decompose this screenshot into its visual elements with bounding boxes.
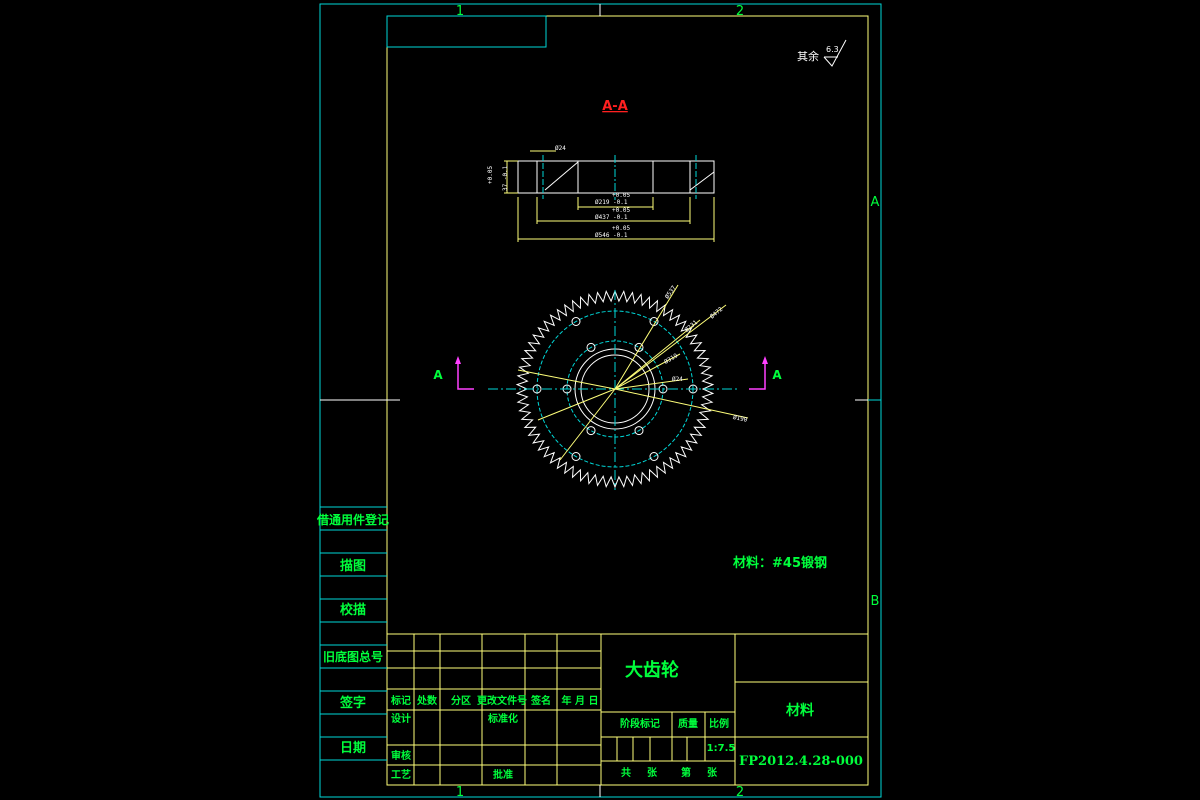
zone-top-2: 2 <box>736 4 744 19</box>
tb-stage-mark: 阶段标记 <box>620 717 660 730</box>
tb-sheet-no: 第 <box>681 766 691 779</box>
leader-d5 <box>614 378 689 390</box>
zone-right-a: A <box>871 195 880 210</box>
zone-bottom-2: 2 <box>736 785 744 800</box>
dim-height: 37 -0.1 <box>502 165 509 191</box>
hatch-line-left <box>544 161 579 191</box>
strip-label-check: 校描 <box>340 602 366 618</box>
tb-scale-value: 1:7.5 <box>707 743 736 754</box>
tb-design: 设计 <box>391 712 411 725</box>
zone-top-1: 1 <box>456 4 464 19</box>
cut-label-left: A <box>433 368 443 382</box>
leader-d4 <box>614 353 681 390</box>
roughness-value: 6.3 <box>826 45 839 54</box>
tb-sheet-no-unit: 张 <box>707 766 718 779</box>
leader-d2 <box>614 304 727 390</box>
cut-arrowhead-left-icon <box>455 356 461 364</box>
gear-front-view: Ø537 Ø472 Ø231 Ø319 Ø24 Ø190 <box>488 284 748 490</box>
inner-bolt-hole-5 <box>586 342 596 352</box>
leader-d1 <box>614 284 679 390</box>
dim-gear-d5: Ø24 <box>672 376 683 383</box>
tb-scale: 比例 <box>709 717 729 730</box>
tb-weight: 质量 <box>678 717 698 730</box>
leader-d9 <box>559 388 616 461</box>
material-note: 材料：#45锻钢 <box>733 555 827 571</box>
leader-d7 <box>537 388 616 421</box>
dim-inner-tol: +0.05 <box>612 192 630 199</box>
outer-bolt-hole-2 <box>649 452 659 461</box>
strip-label-date: 日期 <box>340 741 366 756</box>
tb-mark: 标记 <box>390 694 411 707</box>
outer-bolt-hole-3 <box>571 452 581 461</box>
part-name: 大齿轮 <box>625 659 679 681</box>
outer-bolt-hole-5 <box>571 317 581 326</box>
strip-label-sign: 签字 <box>339 695 366 711</box>
section-cut-right: A <box>749 356 782 390</box>
dim-outer-tol: +0.05 <box>612 225 630 232</box>
roughness-label: 其余 <box>797 49 819 63</box>
section-outline <box>517 160 715 194</box>
strip-label-old-no: 旧底图总号 <box>323 649 383 664</box>
dim-bore-hole: Ø24 <box>555 145 566 152</box>
cut-arrow-right-icon <box>749 360 766 390</box>
tb-process: 工艺 <box>391 768 411 781</box>
left-registration-strip <box>320 506 387 761</box>
cut-arrow-left-icon <box>457 360 474 390</box>
roughness-check-icon <box>823 39 847 67</box>
strip-label-trace: 描图 <box>340 558 366 574</box>
title-block <box>387 633 868 785</box>
dim-gear-d1: Ø537 <box>664 284 678 300</box>
dim-height-tol: +0.05 <box>487 166 494 184</box>
drawing-number: FP2012.4.28-000 <box>739 754 863 769</box>
hatch-line-right <box>689 171 715 191</box>
inner-bolt-hole-0 <box>634 342 644 352</box>
dim-outer: Ø546 -0.1 <box>595 232 628 239</box>
dim-mid-tol: +0.05 <box>612 207 630 214</box>
leader-d3 <box>614 319 701 390</box>
dim-inner: Ø219 -0.1 <box>595 199 628 206</box>
cut-label-right: A <box>772 368 782 382</box>
tb-docno: 更改文件号 <box>477 694 527 707</box>
tb-approve: 批准 <box>493 768 513 781</box>
tb-review: 审核 <box>391 749 411 762</box>
tb-date: 年 月 日 <box>562 694 599 707</box>
tb-zone: 分区 <box>451 694 471 707</box>
tb-sheets: 张 <box>647 766 658 779</box>
tb-total: 共 <box>621 766 631 779</box>
tb-standard: 标准化 <box>487 712 518 725</box>
drawing-code-box <box>386 15 547 48</box>
cut-arrowhead-right-icon <box>762 356 768 364</box>
material-label: 材料 <box>786 702 814 719</box>
strip-label-borrow: 借通用件登记 <box>316 512 389 527</box>
tb-sign: 签名 <box>530 694 551 707</box>
dim-gear-d6: Ø190 <box>732 414 748 424</box>
section-title: A-A <box>602 99 628 114</box>
cross-section-view: Ø24 +0.05 37 -0.1 +0.05 Ø219 -0.1 +0.05 … <box>487 145 715 242</box>
zone-bottom-1: 1 <box>456 785 464 800</box>
roughness-symbol: 其余 6.3 <box>797 39 847 67</box>
inner-bolt-hole-3 <box>586 426 596 436</box>
leader-d8 <box>517 369 616 390</box>
dim-mid: Ø437 -0.1 <box>595 214 628 221</box>
leader-d6 <box>614 388 749 419</box>
dim-gear-d4: Ø319 <box>663 352 679 365</box>
inner-bolt-hole-2 <box>634 426 644 436</box>
section-cut-left: A <box>433 356 474 390</box>
zone-right-b: B <box>871 594 880 609</box>
tb-count: 处数 <box>416 694 438 707</box>
